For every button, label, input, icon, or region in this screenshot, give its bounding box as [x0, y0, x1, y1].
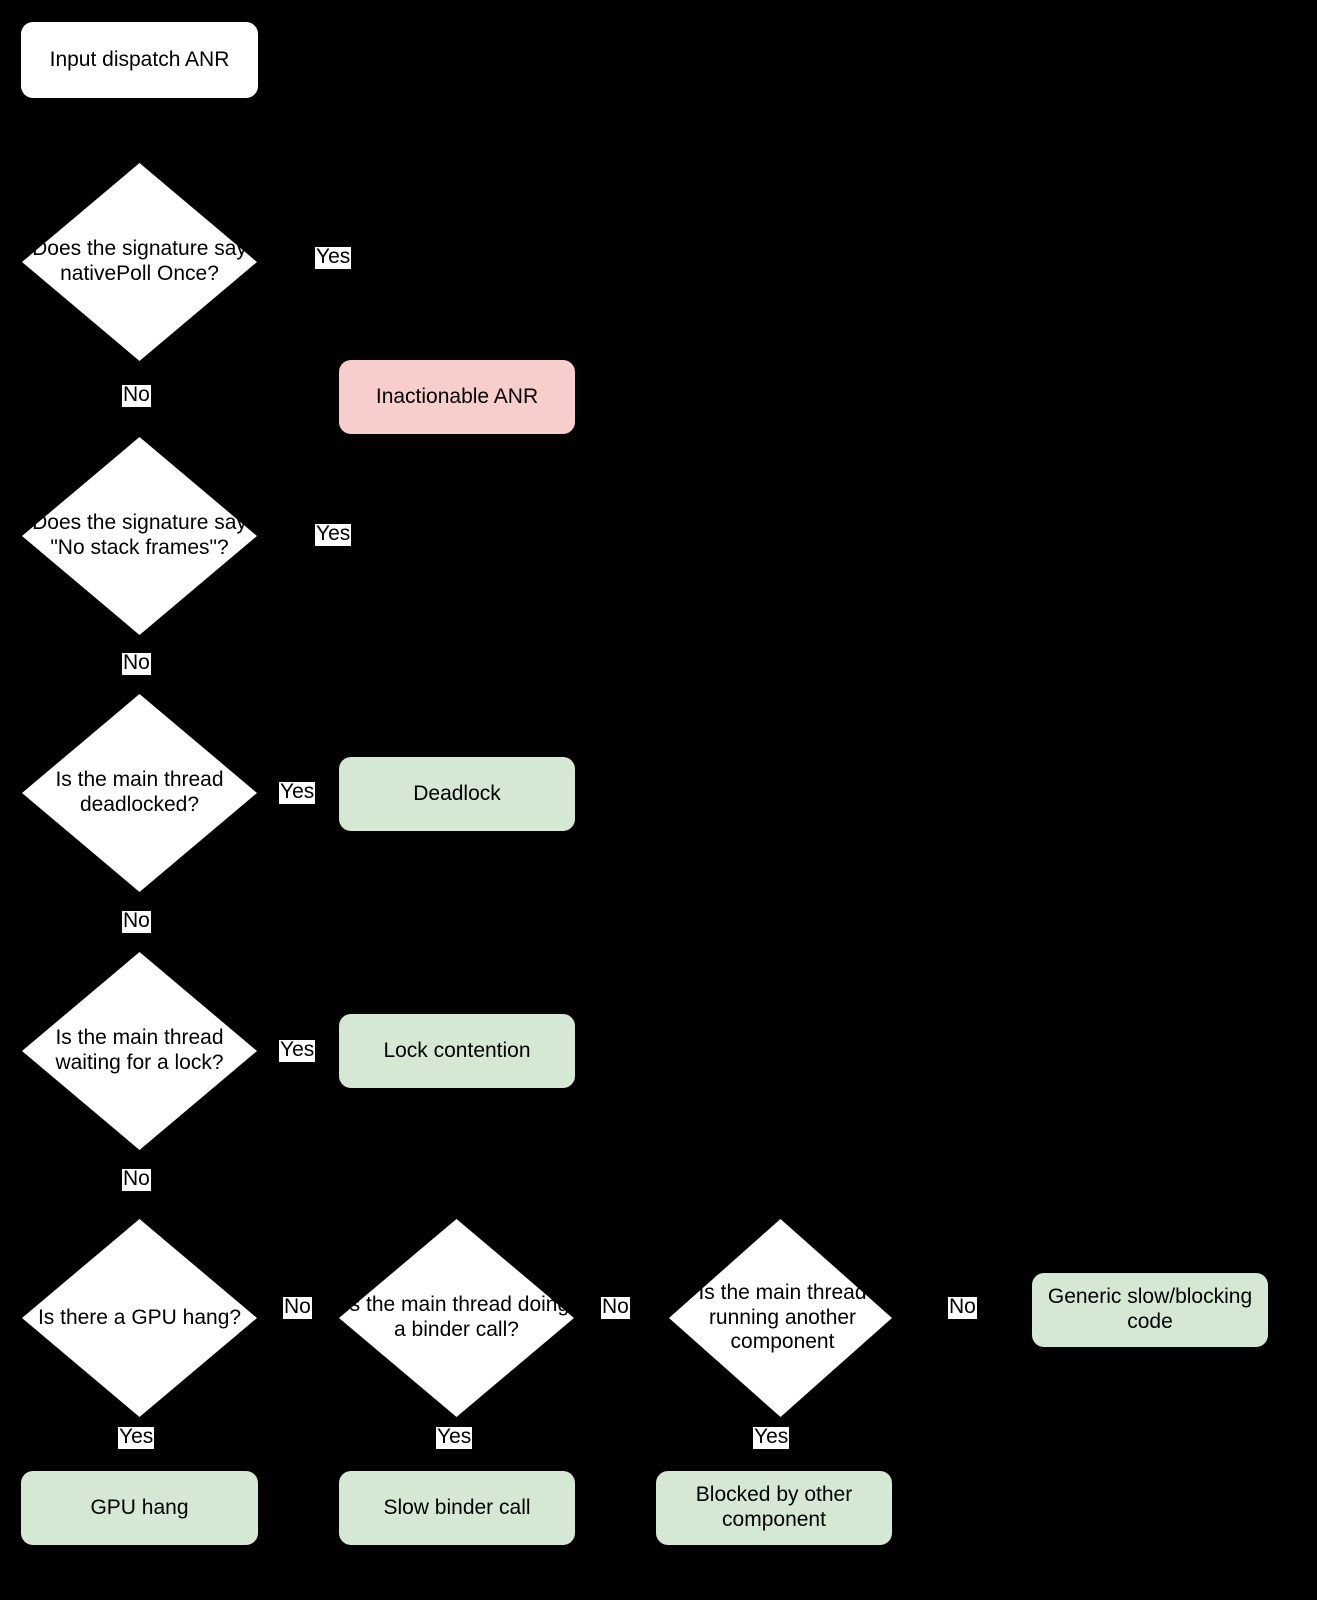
edge-nativepoll-yes-down [456, 261, 458, 353]
arrowhead-nativepoll-yes [451, 352, 463, 361]
arrowhead-othercomponent-no [1023, 1304, 1032, 1316]
edge-label-othercomponent-yes: Yes [753, 1427, 790, 1449]
node-result-inactionable-anr-label: Inactionable ANR [375, 384, 539, 408]
arrowhead-waitinglock-yes [330, 1046, 339, 1058]
node-start-label: Input dispatch ANR [49, 47, 230, 71]
node-result-lock-contention-label: Lock contention [383, 1038, 531, 1062]
node-result-generic-slow-blocking-code-label: Generic slow/blocking code [1047, 1285, 1253, 1333]
node-result-deadlock-label: Deadlock [413, 781, 501, 805]
edge-label-gpuhang-yes: Yes [118, 1427, 155, 1449]
diamond-shape [22, 163, 257, 361]
node-result-blocked-by-other-component[interactable]: Blocked by other component [656, 1471, 892, 1545]
node-decision-gpu-hang[interactable]: Is there a GPU hang? [22, 1219, 257, 1417]
node-decision-no-stack-frames[interactable]: Does the signature say "No stack frames"… [22, 437, 257, 635]
diamond-shape [22, 952, 257, 1150]
node-result-deadlock[interactable]: Deadlock [339, 757, 575, 831]
edge-start-to-nativepoll [138, 98, 140, 155]
arrowhead-gpuhang-yes [133, 1463, 145, 1472]
diamond-shape [22, 694, 257, 892]
node-decision-binder-call[interactable]: Is the main thread doing a binder call? [339, 1219, 574, 1417]
edge-nativepoll-yes [257, 261, 457, 263]
edge-nostackframes-yes-up [456, 435, 458, 536]
edge-label-bindercall-no: No [601, 1297, 630, 1319]
node-result-lock-contention[interactable]: Lock contention [339, 1014, 575, 1088]
arrowhead-gpuhang-no [330, 1304, 339, 1316]
edge-label-nostackframes-yes: Yes [315, 524, 352, 546]
edge-label-nostackframes-no: No [122, 653, 151, 675]
edge-label-nativepoll-yes: Yes [315, 247, 352, 269]
arrowhead-bindercall-yes [451, 1463, 463, 1472]
node-decision-deadlocked[interactable]: Is the main thread deadlocked? [22, 694, 257, 892]
arrowhead-start-to-nativepoll [133, 154, 145, 163]
edge-label-nativepoll-no: No [122, 385, 151, 407]
edge-label-waitinglock-no: No [122, 1169, 151, 1191]
node-decision-waiting-for-lock[interactable]: Is the main thread waiting for a lock? [22, 952, 257, 1150]
arrowhead-othercomponent-yes [768, 1463, 780, 1472]
node-decision-nativepoll[interactable]: Does the signature say nativePoll Once? [22, 163, 257, 361]
node-result-slow-binder-call[interactable]: Slow binder call [339, 1471, 575, 1545]
edge-label-deadlocked-no: No [122, 911, 151, 933]
node-result-generic-slow-blocking-code[interactable]: Generic slow/blocking code [1032, 1273, 1268, 1347]
node-result-blocked-by-other-component-label: Blocked by other component [695, 1483, 853, 1531]
diamond-shape [669, 1219, 892, 1417]
node-result-gpu-hang-label: GPU hang [90, 1495, 189, 1519]
node-result-slow-binder-call-label: Slow binder call [383, 1495, 531, 1519]
node-start[interactable]: Input dispatch ANR [21, 22, 258, 98]
edge-label-deadlocked-yes: Yes [279, 782, 316, 804]
diamond-shape [22, 1219, 257, 1417]
edge-label-bindercall-yes: Yes [436, 1427, 473, 1449]
arrowhead-bindercall-no [648, 1304, 657, 1316]
diamond-shape [22, 437, 257, 635]
arrowhead-deadlocked-yes [330, 788, 339, 800]
edge-label-gpuhang-no: No [283, 1297, 312, 1319]
edge-label-waitinglock-yes: Yes [279, 1040, 316, 1062]
edge-nostackframes-yes [257, 535, 457, 537]
node-decision-other-component[interactable]: Is the main thread running another compo… [669, 1219, 892, 1417]
node-result-gpu-hang[interactable]: GPU hang [21, 1471, 258, 1545]
arrowhead-nativepoll-no [133, 429, 145, 438]
diamond-shape [339, 1219, 574, 1417]
edge-label-othercomponent-no: No [948, 1297, 977, 1319]
node-result-inactionable-anr[interactable]: Inactionable ANR [339, 360, 575, 434]
